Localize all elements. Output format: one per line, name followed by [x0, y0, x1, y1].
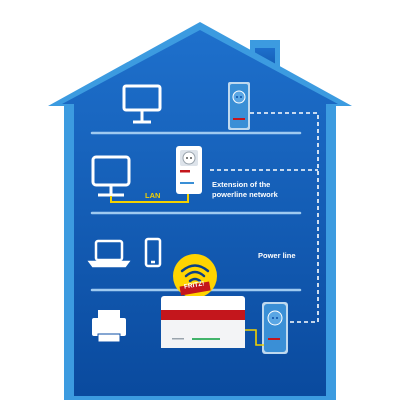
- monitor-icon: [122, 84, 162, 124]
- wifi-icon: [180, 264, 210, 283]
- powerline-adapter: [262, 302, 288, 354]
- powerline-adapter: [228, 82, 250, 130]
- printer-icon: [92, 310, 126, 343]
- extension-label-line2: powerline network: [212, 190, 278, 199]
- router: [161, 296, 245, 348]
- power-line-dashed: [210, 112, 319, 323]
- tv-icon: [91, 155, 131, 197]
- extension-label-line1: Extension of the: [212, 180, 271, 189]
- lan-label: LAN: [145, 191, 161, 200]
- laptop-icon: [87, 239, 131, 268]
- smartphone-icon: [144, 237, 162, 268]
- wifi-badge: [173, 254, 217, 298]
- powerline-extension-adapter: [176, 146, 202, 194]
- power-line-label: Power line: [258, 251, 296, 260]
- adapter-router-cable: [245, 329, 264, 346]
- lan-cable: [110, 194, 189, 203]
